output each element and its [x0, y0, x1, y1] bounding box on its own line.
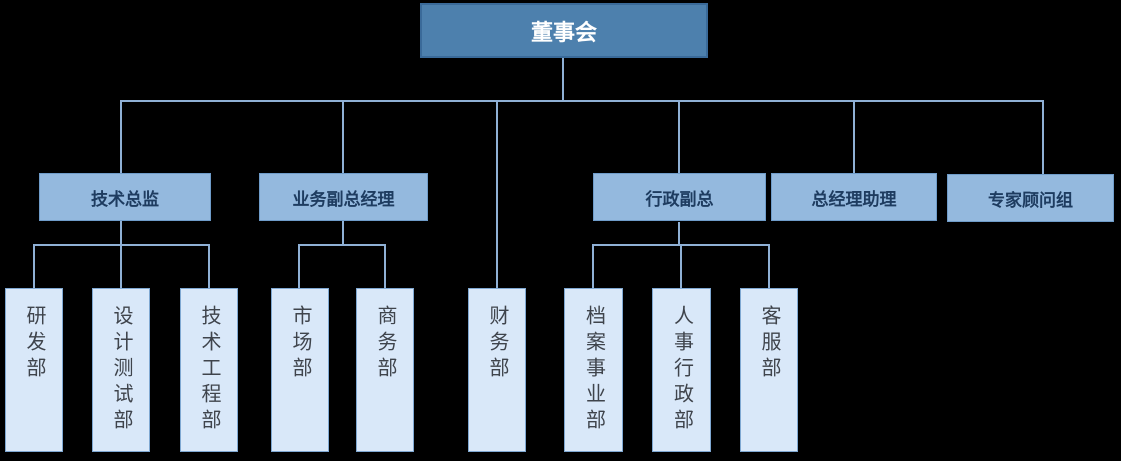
connector-drop-rd-dept [33, 244, 35, 288]
org-node-technical-director[interactable]: 技术总监 [39, 173, 211, 221]
connector-drop-admin-deputy-gm [678, 100, 680, 173]
connector-stem-business-deputy-gm [342, 221, 344, 244]
connector-drop-marketing-dept [298, 244, 300, 288]
connector-drop-gm-assistant [853, 100, 855, 173]
org-node-expert-advisory-group[interactable]: 专家顾问组 [947, 174, 1114, 222]
org-node-label: 研发部 [23, 305, 45, 383]
org-node-label: 业务副总经理 [292, 189, 395, 209]
connector-drop-customer-service-dept [768, 244, 770, 288]
org-node-label: 档案事业部 [582, 305, 605, 435]
org-node-label: 行政副总 [645, 189, 714, 209]
connector-drop-technical-director [120, 100, 122, 173]
org-node-board-of-directors[interactable]: 董事会 [420, 3, 708, 58]
org-node-admin-deputy-gm[interactable]: 行政副总 [593, 173, 766, 221]
org-node-label: 商务部 [374, 305, 396, 383]
org-node-commerce-dept[interactable]: 商务部 [356, 288, 414, 452]
org-node-label: 董事会 [530, 19, 597, 45]
org-node-label: 人事行政部 [670, 305, 693, 435]
connector-drop-design-testing-dept [120, 244, 122, 288]
connector-drop-archives-division [592, 244, 594, 288]
org-node-label: 专家顾问组 [988, 190, 1073, 210]
org-node-label: 总经理助理 [811, 189, 897, 209]
org-node-label: 客服部 [758, 305, 780, 383]
connector-drop-business-deputy-gm [342, 100, 344, 173]
connector-top-rail [121, 100, 1044, 102]
connector-root-stem [562, 58, 564, 100]
connector-drop-finance-dept [496, 100, 498, 288]
org-node-finance-dept[interactable]: 财务部 [468, 288, 526, 452]
connector-rail-business-deputy-gm [298, 244, 386, 246]
org-node-hr-admin-dept[interactable]: 人事行政部 [652, 288, 711, 452]
org-node-customer-service-dept[interactable]: 客服部 [740, 288, 798, 452]
org-node-gm-assistant[interactable]: 总经理助理 [771, 173, 937, 221]
connector-stem-technical-director [120, 221, 122, 244]
org-node-label: 财务部 [486, 305, 508, 383]
connector-drop-hr-admin-dept [680, 244, 682, 288]
org-node-design-testing-dept[interactable]: 设计测试部 [92, 288, 150, 452]
connector-drop-commerce-dept [384, 244, 386, 288]
org-node-label: 技术总监 [91, 189, 159, 209]
connector-drop-tech-engineering-dept [208, 244, 210, 288]
org-node-label: 技术工程部 [198, 305, 220, 435]
connector-drop-expert-advisory-group [1042, 100, 1044, 174]
org-node-archives-division[interactable]: 档案事业部 [564, 288, 623, 452]
org-node-marketing-dept[interactable]: 市场部 [271, 288, 329, 452]
org-node-label: 市场部 [289, 305, 311, 383]
org-node-tech-engineering-dept[interactable]: 技术工程部 [180, 288, 238, 452]
org-node-rd-dept[interactable]: 研发部 [5, 288, 63, 452]
connector-stem-admin-deputy-gm [678, 222, 680, 244]
org-node-label: 设计测试部 [110, 305, 132, 435]
org-node-business-deputy-gm[interactable]: 业务副总经理 [259, 173, 428, 221]
